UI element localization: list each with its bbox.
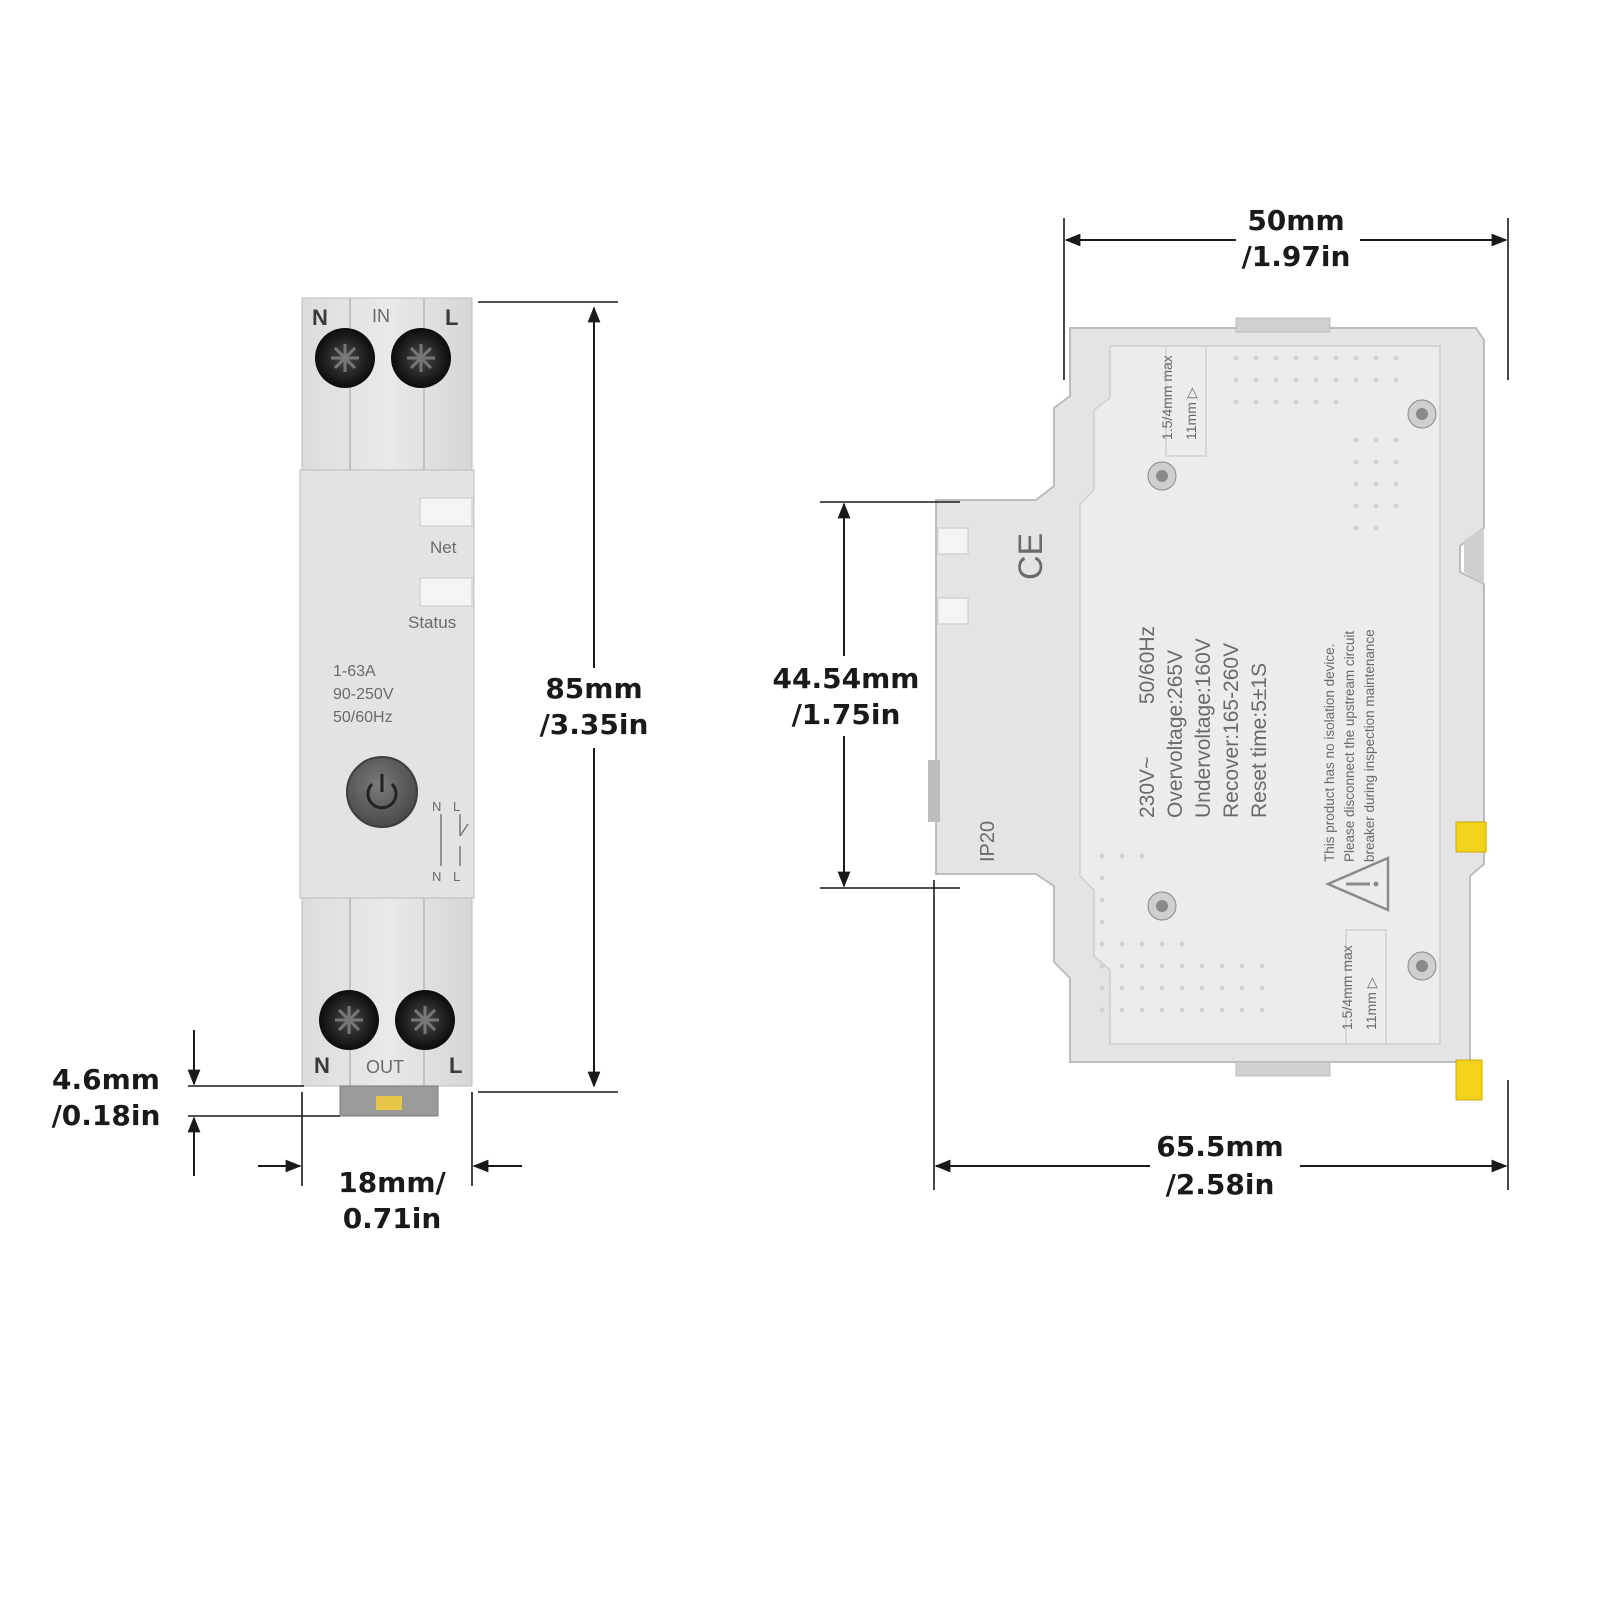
bottom-left-screw-icon [319, 990, 379, 1050]
top-in-label: IN [372, 306, 390, 326]
din-clip-latch [376, 1096, 402, 1110]
warning-triangle-icon [1324, 856, 1390, 912]
height-mm-label: 85mm [545, 672, 642, 705]
din-hook [1464, 528, 1484, 584]
bottom-out-label: OUT [366, 1057, 404, 1077]
mid-height-mm-label: 44.54mm [773, 662, 920, 695]
rating-frequency: 50/60Hz [333, 709, 393, 726]
rating-voltage: 90-250V [333, 686, 394, 703]
warning-line-2: Please disconnect the upstream circuit [1342, 631, 1357, 862]
strip-guide-top [1165, 345, 1207, 457]
switch-diagram-icon [440, 814, 469, 866]
warning-line-1: This product has no isolation device. [1322, 644, 1337, 862]
depth-in-label: /2.58in [1166, 1168, 1275, 1201]
diagram-n-bottom: N [432, 869, 441, 884]
spec-line-2: Overvoltage:265V [1164, 650, 1187, 818]
ip-rating: IP20 [977, 821, 999, 862]
side-screw-3-icon [1147, 891, 1177, 921]
clip-in-label: /0.18in [52, 1099, 161, 1132]
front-width-dimension: 18mm/ 0.71in [258, 1092, 522, 1235]
dot-texture-top [1233, 355, 1399, 531]
power-icon [366, 782, 398, 810]
status-label: Status [408, 613, 456, 632]
side-button-edge [928, 760, 940, 822]
side-screw-1-icon [1147, 461, 1177, 491]
yellow-clip-bottom [1455, 1059, 1483, 1101]
front-view-device: N IN L Net Status 1-63A 90-250V 50/60Hz … [299, 297, 475, 1117]
bottom-l-label: L [449, 1053, 462, 1078]
side-net-indicator [937, 527, 969, 555]
height-in-label: /3.35in [540, 708, 649, 741]
depth-mm-label: 65.5mm [1156, 1130, 1283, 1163]
side-face-panel [1079, 345, 1441, 1045]
clip-mm-label: 4.6mm [52, 1063, 160, 1096]
ce-mark-icon: CE [1012, 533, 1050, 580]
mid-height-dimension: 44.54mm /1.75in [764, 501, 960, 889]
diagram-n-top: N [432, 799, 441, 814]
top-width-mm-label: 50mm [1247, 204, 1344, 237]
bottom-n-label: N [314, 1053, 330, 1078]
top-tab [1235, 317, 1331, 333]
strip-top-text-b: 1.5/4mm max [1159, 355, 1175, 440]
front-height-dimension: 85mm /3.35in [478, 301, 660, 1093]
spec-line-4: Recover:165-260V [1220, 643, 1243, 818]
dot-texture-bottom [1099, 853, 1265, 1013]
clip-depth-dimension: 4.6mm /0.18in [52, 1030, 340, 1176]
side-view-device: 11mm ▷ 1.5/4mm max 11mm ▷ 1.5/4mm max CE… [928, 317, 1487, 1101]
strip-bottom-text: 11mm ▷ [1363, 977, 1379, 1030]
side-screw-4-icon [1407, 951, 1437, 981]
bottom-right-screw-icon [395, 990, 455, 1050]
top-l-label: L [445, 305, 458, 330]
top-width-dimension: 50mm /1.97in [1063, 204, 1509, 380]
status-indicator [419, 577, 473, 607]
yellow-clip-top [1455, 821, 1487, 853]
net-indicator [419, 497, 473, 527]
diagram-l-bottom: L [453, 869, 460, 884]
side-screw-2-icon [1407, 399, 1437, 429]
side-status-indicator [937, 597, 969, 625]
top-right-screw-icon [391, 328, 451, 388]
top-width-in-label: /1.97in [1242, 240, 1351, 273]
bottom-tab [1235, 1061, 1331, 1077]
front-width-mm-label: 18mm/ [338, 1166, 446, 1199]
power-button[interactable] [346, 756, 418, 828]
rating-current: 1-63A [333, 663, 376, 680]
spec-line-3: Undervoltage:160V [1192, 638, 1215, 818]
top-n-label: N [312, 305, 328, 330]
spec-line-5: Reset time:5±1S [1248, 663, 1271, 818]
strip-bottom-text-b: 1.5/4mm max [1339, 945, 1355, 1030]
warning-line-3: breaker during inspection maintenance [1362, 629, 1377, 862]
front-width-in-label: 0.71in [343, 1202, 442, 1235]
net-label: Net [430, 538, 457, 557]
mid-height-in-label: /1.75in [792, 698, 901, 731]
top-left-screw-icon [315, 328, 375, 388]
diagram-l-top: L [453, 799, 460, 814]
depth-dimension: 65.5mm /2.58in [933, 880, 1509, 1201]
strip-top-text: 11mm ▷ [1183, 387, 1199, 440]
front-main-body [299, 469, 475, 899]
spec-line-1: 230V~ 50/60Hz [1136, 626, 1159, 818]
strip-guide-bottom [1345, 929, 1387, 1045]
